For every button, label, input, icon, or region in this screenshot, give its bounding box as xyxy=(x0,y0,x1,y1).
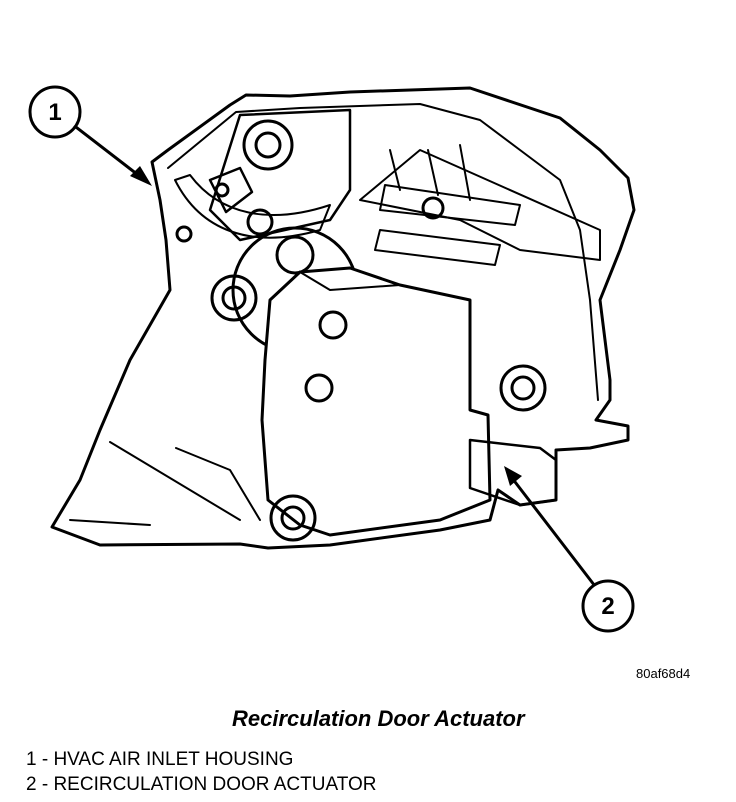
leader-2 xyxy=(510,476,600,592)
legend-item-2: 2 - RECIRCULATION DOOR ACTUATOR xyxy=(26,774,377,795)
figure-code: 80af68d4 xyxy=(636,666,691,681)
rack-gear xyxy=(379,184,521,226)
mount-bottom xyxy=(269,494,317,542)
mount-right xyxy=(499,364,547,412)
callout-2-circle xyxy=(581,579,635,633)
actuator-body xyxy=(260,266,492,537)
figure-title: Recirculation Door Actuator xyxy=(232,706,525,731)
callout-1-number: 1 xyxy=(48,99,61,126)
leader-1 xyxy=(70,122,144,180)
housing-outline xyxy=(50,86,636,550)
mount-left xyxy=(210,274,258,322)
housing-rim xyxy=(167,103,599,401)
callout-2-number: 2 xyxy=(601,593,614,620)
upper-pivot xyxy=(242,119,294,171)
callout-1-circle xyxy=(28,85,82,139)
legend-item-1: 1 - HVAC AIR INLET HOUSING xyxy=(26,749,294,770)
electrical-connector xyxy=(468,438,558,507)
gear-sector xyxy=(208,108,352,242)
